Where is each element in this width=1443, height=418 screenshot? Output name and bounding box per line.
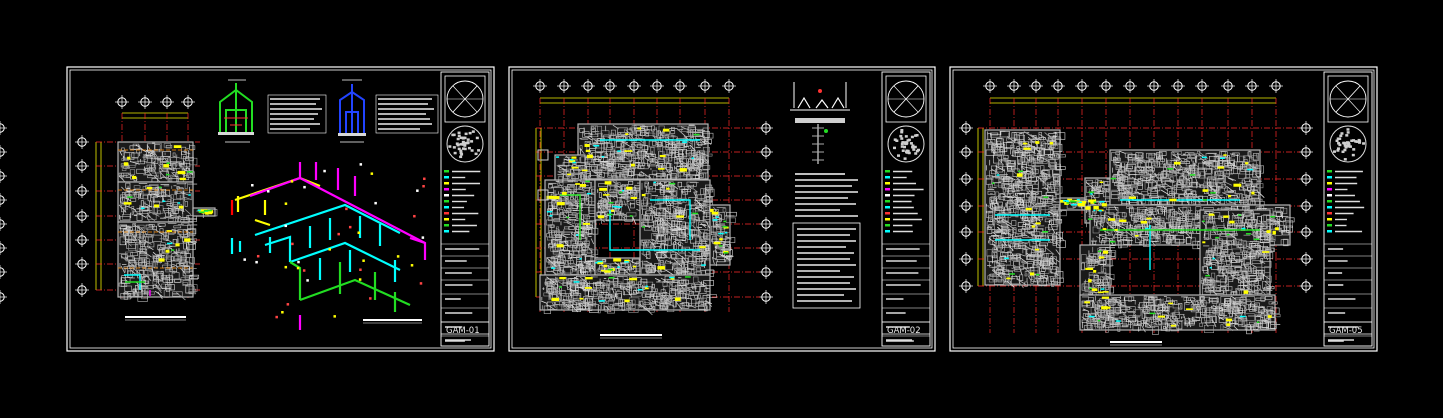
title-block-2: [881, 71, 931, 347]
detail-drawing: [790, 82, 850, 164]
sheet-number-3: GAM-05: [1329, 326, 1363, 336]
riser-diagram-blue: [338, 79, 366, 143]
notes-block-1: [795, 173, 858, 217]
riser-diagram-green: [218, 79, 254, 143]
view-title-2: [363, 319, 422, 324]
sheet-number-2: GAM-02: [887, 326, 921, 336]
riser-notes-2: [375, 94, 439, 134]
view-title-3: [600, 334, 662, 339]
sheet-1[interactable]: GAM-01: [66, 66, 495, 352]
sheet-3[interactable]: GAM-05: [949, 66, 1378, 352]
floor-plan-3: [959, 79, 1313, 335]
title-block-1: [440, 71, 490, 347]
notes-block-2: [792, 222, 861, 309]
floor-plan-2: [0, 79, 773, 316]
sheet-number-1: GAM-01: [446, 326, 480, 336]
view-title-4: [1110, 341, 1162, 346]
view-title-1: [125, 316, 186, 321]
title-block-3: [1323, 71, 1373, 347]
sheet-2[interactable]: GAM-02: [0, 66, 936, 352]
floor-plan-1: [75, 95, 218, 302]
riser-notes-1: [267, 94, 327, 134]
isometric-pipe-diagram: [230, 162, 427, 330]
